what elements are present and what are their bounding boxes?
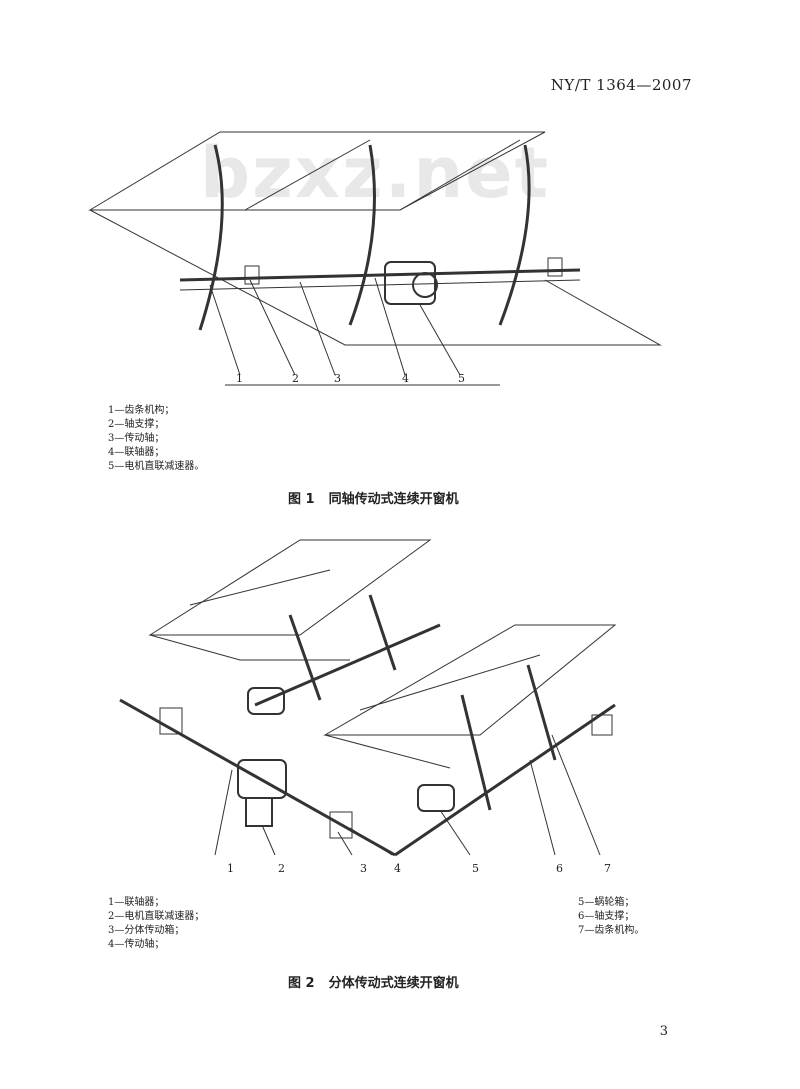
fig1-callout-2: 2 xyxy=(292,372,299,385)
fig2-legend-item: 7—齿条机构。 xyxy=(578,925,645,936)
fig1-legend-item: 4—联轴器； xyxy=(108,447,165,458)
figure-2-legend-left: 1—联轴器； 2—电机直联减速器； 3—分体传动箱； 4—传动轴； xyxy=(108,896,204,952)
fig1-legend-item: 1—齿条机构； xyxy=(108,405,175,416)
fig2-legend-item: 4—传动轴； xyxy=(108,939,165,950)
fig1-caption-number: 图 1 xyxy=(288,492,315,507)
fig1-callout-3: 3 xyxy=(334,372,341,385)
fig2-callout-5: 5 xyxy=(472,862,479,875)
figure-2-legend-right: 5—蜗轮箱； 6—轴支撑； 7—齿条机构。 xyxy=(578,896,644,938)
figure-2-caption: 图 2 分体传动式连续开窗机 xyxy=(288,972,473,991)
figure-2-drawing: 1 2 3 4 5 6 7 xyxy=(119,539,617,875)
fig2-legend-item: 2—电机直联减速器； xyxy=(108,911,205,922)
figure-1-caption: 图 1 同轴传动式连续开窗机 xyxy=(288,488,473,507)
fig2-callout-4: 4 xyxy=(394,862,401,875)
fig1-legend-item: 3—传动轴； xyxy=(108,433,165,444)
fig1-caption-title: 同轴传动式连续开窗机 xyxy=(328,492,459,507)
fig2-legend-item: 5—蜗轮箱； xyxy=(578,897,635,908)
fig2-callout-1: 1 xyxy=(227,862,234,875)
fig1-callout-5: 5 xyxy=(458,372,465,385)
fig2-caption-title: 分体传动式连续开窗机 xyxy=(328,976,459,991)
fig1-callout-1: 1 xyxy=(236,372,243,385)
fig2-legend-item: 3—分体传动箱； xyxy=(108,925,185,936)
fig2-caption-number: 图 2 xyxy=(288,976,315,991)
fig1-callout-4: 4 xyxy=(402,372,409,385)
fig1-legend-item: 2—轴支撑； xyxy=(108,419,165,430)
figure-1-drawing: 1 2 3 4 5 xyxy=(88,131,662,386)
fig2-callout-2: 2 xyxy=(278,862,285,875)
fig2-legend-item: 1—联轴器； xyxy=(108,897,165,908)
fig2-legend-item: 6—轴支撑； xyxy=(578,911,635,922)
fig2-callout-7: 7 xyxy=(604,862,611,875)
figure-1-legend: 1—齿条机构； 2—轴支撑； 3—传动轴； 4—联轴器； 5—电机直联减速器。 xyxy=(108,404,204,474)
page-number: 3 xyxy=(659,1024,668,1039)
fig1-legend-item: 5—电机直联减速器。 xyxy=(108,461,205,472)
fig2-callout-6: 6 xyxy=(556,862,563,875)
fig2-callout-3: 3 xyxy=(360,862,367,875)
standard-code: NY/T 1364—2007 xyxy=(550,76,692,94)
